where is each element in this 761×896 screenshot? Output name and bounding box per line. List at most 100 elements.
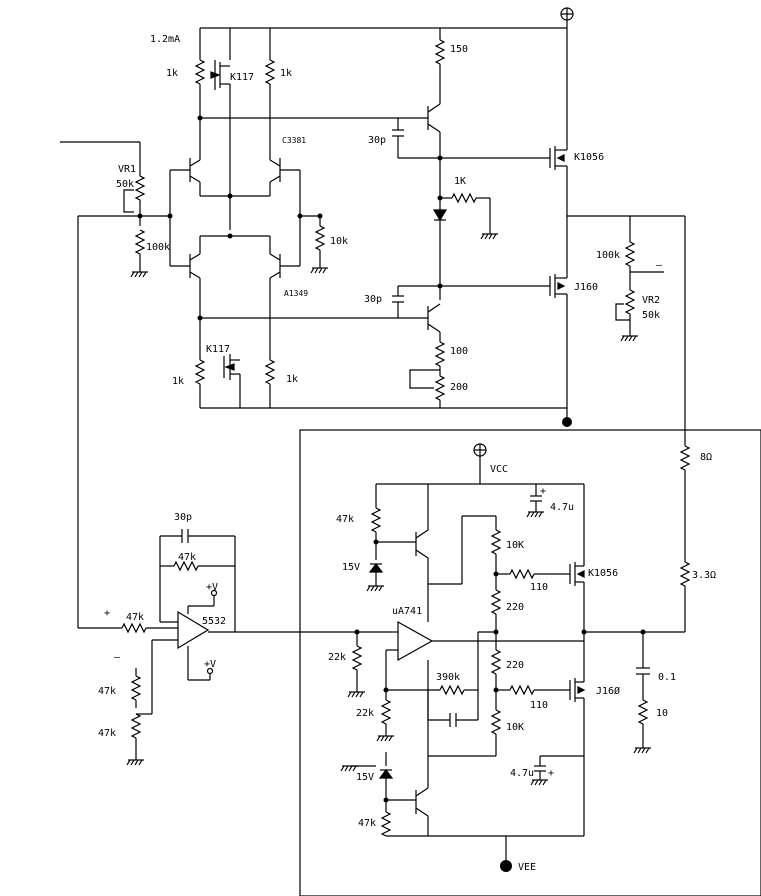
resistor-47k-feedback (173, 561, 199, 571)
label-10: 10 (656, 708, 668, 719)
label-110-bottom: 110 (530, 700, 548, 711)
resistor-200-trim (435, 375, 445, 401)
resistor-390k (439, 685, 465, 695)
resistor-1k-top-right (265, 59, 275, 85)
opamp-5532 (177, 610, 210, 650)
label-1k-d: 1k (286, 374, 298, 385)
label-1k-b: 1k (280, 68, 292, 79)
label-47k-divider-top: 47k (98, 686, 116, 697)
label-15v-bottom: 15V (356, 772, 374, 783)
label-vr1: VR1 (118, 164, 136, 175)
label-vr1-value: 50k (116, 179, 134, 190)
top-power-amp (60, 7, 685, 427)
opamp-ua741 (397, 620, 434, 662)
label-150: 150 (450, 44, 468, 55)
label-10k-bias: 10k (330, 236, 348, 247)
label-minus-bottom: – (114, 652, 121, 663)
resistor-47k-vee (381, 811, 391, 837)
bias-diode (432, 209, 448, 222)
label-22k-bottom: 22k (356, 708, 374, 719)
bottom-driver (121, 443, 685, 872)
label-c3381: C3381 (282, 136, 306, 145)
label-cap-plus-top: + (540, 486, 546, 497)
label-30p-bottom: 30p (364, 294, 382, 305)
label-4-7u-bottom: 4.7u (510, 768, 534, 779)
resistor-110-bottom (509, 685, 535, 695)
resistor-110-top (509, 569, 535, 579)
resistor-100k-input (135, 229, 145, 255)
resistor-10k-bias (315, 225, 325, 251)
resistor-47k-vcc (371, 507, 381, 533)
label-vcc: VCC (490, 464, 508, 475)
label-cap-plus-bottom: + (548, 768, 554, 779)
resistor-22k-top (352, 645, 362, 671)
resistor-10-zobel (638, 699, 648, 725)
label-10K-bottom: 10K (506, 722, 524, 733)
label-minus-top: – (656, 260, 663, 271)
resistor-47k-input (121, 623, 147, 633)
vr2-potentiometer (625, 289, 635, 315)
label-j160-top: J160 (574, 282, 598, 293)
label-47k-feedback: 47k (178, 552, 196, 563)
vee-terminal (500, 860, 512, 872)
label-vr2: VR2 (642, 295, 660, 306)
label-1k-c: 1k (172, 376, 184, 387)
label-10K-top: 10K (506, 540, 524, 551)
zener-15v-top (368, 563, 384, 573)
resistor-150 (435, 39, 445, 65)
resistor-3-3-ohm (680, 561, 690, 587)
label-100k-vr2: 100k (596, 250, 620, 261)
label-47k-vee: 47k (358, 818, 376, 829)
resistor-100 (435, 341, 445, 367)
label-1k-a: 1k (166, 68, 178, 79)
label-47k-vcc: 47k (336, 514, 354, 525)
jfet-arrow-top (210, 71, 221, 79)
label-100: 100 (450, 346, 468, 357)
label-plus-v-top: +V (206, 582, 218, 593)
label-4-7u-top: 4.7u (550, 502, 574, 513)
label-200: 200 (450, 382, 468, 393)
label-15v-top: 15V (342, 562, 360, 573)
label-220-top: 220 (506, 602, 524, 613)
resistor-8-ohm (680, 445, 690, 471)
label-30p-feedback: 30p (174, 512, 192, 523)
resistor-220-bottom (491, 649, 501, 675)
label-110-top: 110 (530, 582, 548, 593)
label-8ohm: 8Ω (700, 452, 712, 463)
output-network (77, 216, 690, 632)
resistor-1k-bottom-right (265, 359, 275, 385)
resistor-100k-vr2 (625, 241, 635, 267)
resistor-47k-divider-top (131, 675, 141, 701)
label-plus-v-bottom: +V (204, 659, 216, 670)
component-labels: 1.2mA 1k K117 1k C3381 A1349 150 30p K10… (98, 34, 716, 873)
label-k117-bottom: K117 (206, 344, 230, 355)
label-k1056-bottom: K1056 (588, 568, 618, 579)
resistor-47k-divider-bottom (131, 713, 141, 739)
label-ua741: uA741 (392, 606, 422, 617)
resistor-1k-top-left (195, 59, 205, 85)
label-current: 1.2mA (150, 34, 180, 45)
label-3-3ohm: 3.3Ω (692, 570, 716, 581)
resistor-1K-bias (451, 193, 477, 203)
label-vr2-value: 50k (642, 310, 660, 321)
label-47k-divider-bottom: 47k (98, 728, 116, 739)
label-1K: 1K (454, 176, 466, 187)
label-plus-input: + (104, 608, 110, 619)
resistor-22k-bottom (381, 699, 391, 725)
label-k117-top: K117 (230, 72, 254, 83)
label-220-bottom: 220 (506, 660, 524, 671)
label-390k: 390k (436, 672, 460, 683)
label-vee: VEE (518, 862, 536, 873)
label-47k-input: 47k (126, 612, 144, 623)
label-100k-input: 100k (146, 242, 170, 253)
label-30p-top: 30p (368, 135, 386, 146)
label-a1349: A1349 (284, 289, 308, 298)
background-shade (299, 429, 761, 896)
label-0-1: 0.1 (658, 672, 676, 683)
label-j160-bottom: J16Ø (596, 685, 620, 697)
resistor-10K-top (491, 529, 501, 555)
vr1-potentiometer (135, 175, 145, 201)
label-k1056-top: K1056 (574, 152, 604, 163)
resistor-1k-bottom-left (195, 359, 205, 385)
